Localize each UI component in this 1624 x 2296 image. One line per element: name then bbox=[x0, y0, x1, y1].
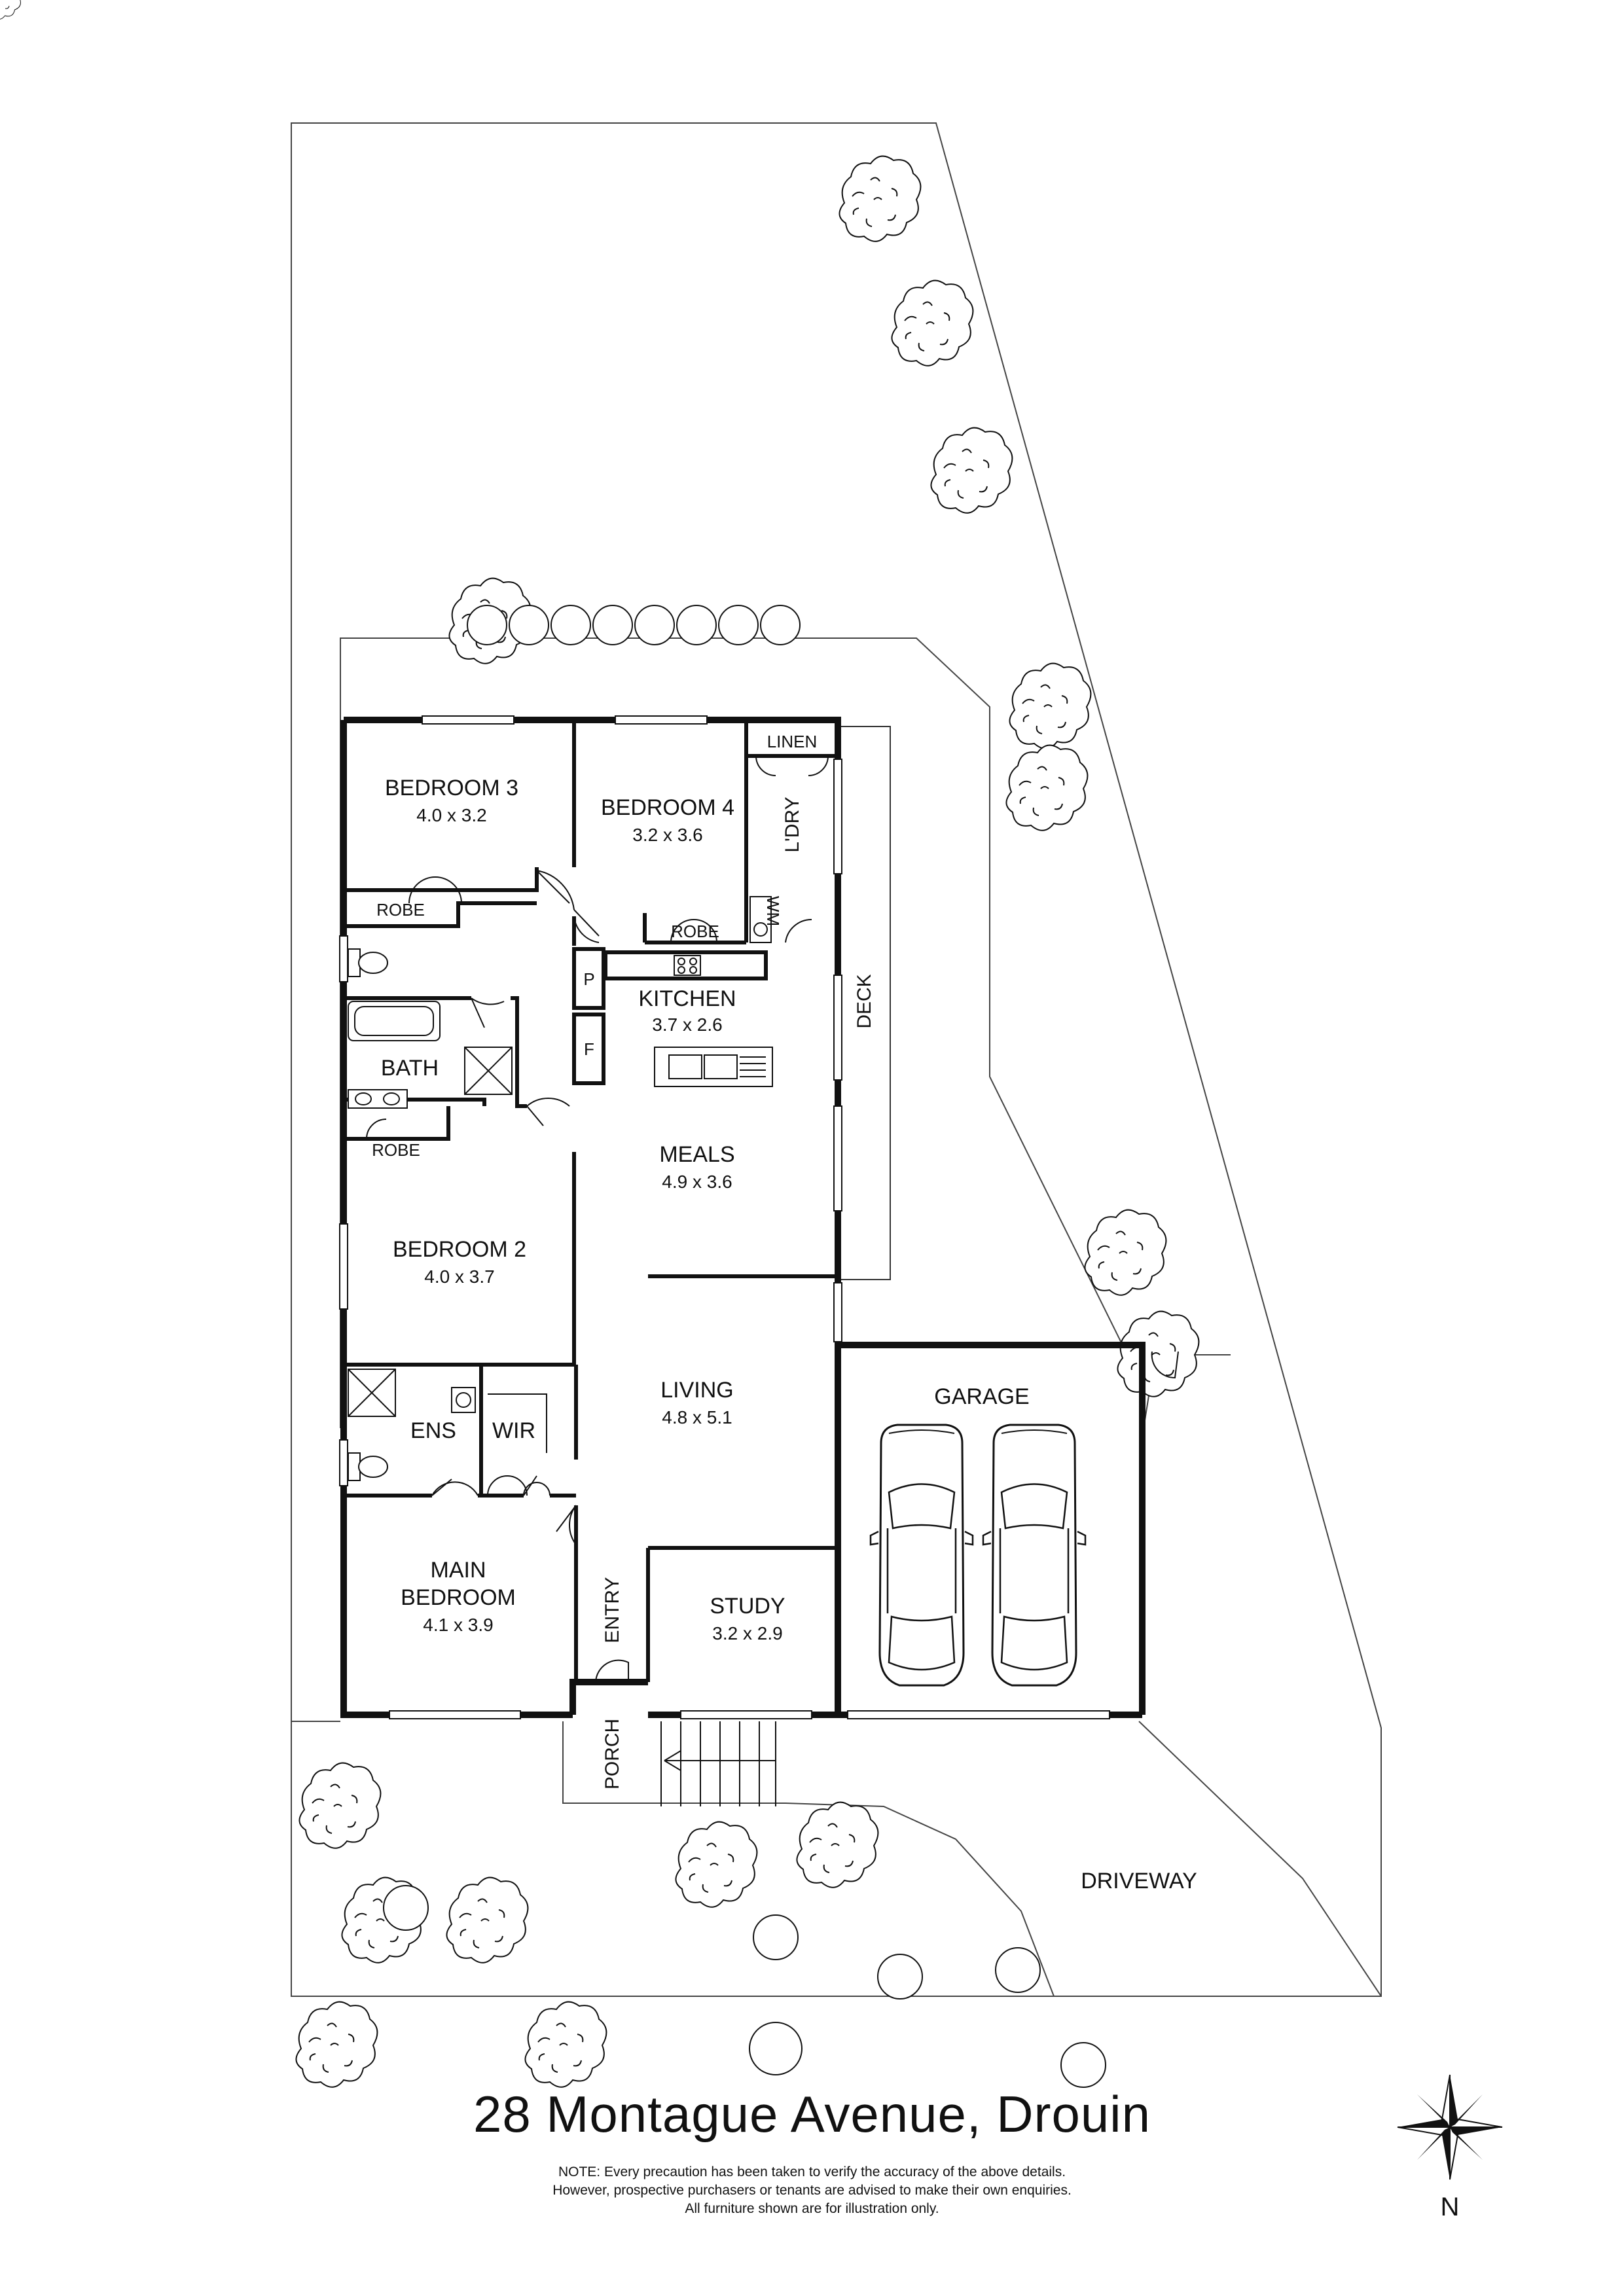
disclaimer-note: NOTE: Every precaution has been taken to… bbox=[0, 2163, 1624, 2218]
bedroom-4-dims: 3.2 x 3.6 bbox=[632, 825, 702, 845]
pantry-label: P bbox=[583, 969, 594, 989]
room-labels: BEDROOM 3 4.0 x 3.2 BEDROOM 4 3.2 x 3.6 … bbox=[372, 732, 1197, 1893]
fixtures bbox=[348, 896, 773, 1481]
fridge-label: F bbox=[584, 1039, 594, 1059]
note-line: All furniture shown are for illustration… bbox=[685, 2201, 939, 2216]
kitchen-name: KITCHEN bbox=[638, 986, 736, 1011]
interior-walls bbox=[344, 720, 838, 1682]
main-bedroom-name-line1: MAIN bbox=[431, 1558, 486, 1583]
bedroom-4-name: BEDROOM 4 bbox=[601, 795, 734, 820]
study-dims: 3.2 x 2.9 bbox=[712, 1623, 782, 1643]
deck-label: DECK bbox=[854, 974, 875, 1028]
linen-label: LINEN bbox=[767, 732, 818, 751]
meals-name: MEALS bbox=[659, 1142, 734, 1167]
main-bedroom-name-line2: BEDROOM bbox=[401, 1585, 516, 1610]
bedroom-2-dims: 4.0 x 3.7 bbox=[424, 1266, 494, 1287]
note-line: However, prospective purchasers or tenan… bbox=[552, 2183, 1072, 2198]
compass-rose-icon bbox=[1397, 2074, 1503, 2180]
ensuite-label: ENS bbox=[410, 1418, 456, 1443]
car-icons bbox=[869, 1424, 1087, 1687]
property-address: 28 Montague Avenue, Drouin bbox=[473, 2085, 1151, 2143]
garage-label: GARAGE bbox=[934, 1384, 1029, 1409]
bedroom-3-dims: 4.0 x 3.2 bbox=[416, 805, 486, 825]
windows bbox=[339, 715, 1110, 1719]
bath-label: BATH bbox=[381, 1056, 439, 1081]
kitchen-dims: 3.7 x 2.6 bbox=[652, 1014, 722, 1035]
living-name: LIVING bbox=[660, 1378, 733, 1403]
living-dims: 4.8 x 5.1 bbox=[662, 1407, 732, 1427]
meals-dims: 4.9 x 3.6 bbox=[662, 1172, 732, 1192]
doors bbox=[366, 755, 1179, 1683]
bedroom-3-name: BEDROOM 3 bbox=[385, 776, 518, 800]
wm-label: WM bbox=[763, 896, 783, 926]
main-bedroom-dims: 4.1 x 3.9 bbox=[423, 1615, 493, 1635]
robe-label-bedroom-3: ROBE bbox=[376, 900, 425, 920]
hedge-row bbox=[467, 605, 801, 645]
driveway-label: DRIVEWAY bbox=[1081, 1869, 1197, 1893]
note-line: NOTE: Every precaution has been taken to… bbox=[558, 2164, 1066, 2179]
study-name: STUDY bbox=[710, 1594, 785, 1619]
robe-label-bedroom-2: ROBE bbox=[372, 1140, 420, 1160]
porch-label: PORCH bbox=[602, 1719, 623, 1789]
laundry-label: L'DRY bbox=[782, 797, 803, 852]
small-shrubs bbox=[383, 1885, 1106, 2088]
compass-north-label: N bbox=[1440, 2193, 1460, 2221]
entry-label: ENTRY bbox=[602, 1577, 623, 1643]
robe-label-bedroom-4: ROBE bbox=[671, 922, 719, 941]
tree-icons bbox=[295, 155, 1200, 2088]
porch-steps bbox=[660, 1721, 776, 1806]
wir-label: WIR bbox=[492, 1418, 535, 1443]
hedge-icons bbox=[0, 0, 22, 20]
bedroom-2-name: BEDROOM 2 bbox=[393, 1237, 526, 1262]
